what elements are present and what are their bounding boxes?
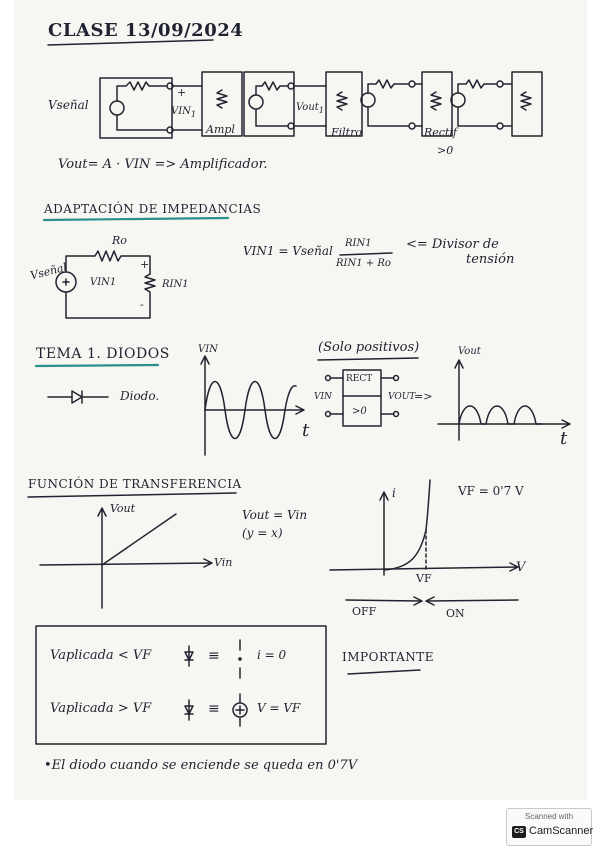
gt0-label: >0 [437, 144, 454, 157]
minus-sign-2: - [140, 298, 144, 311]
diode-iv-curve [329, 479, 519, 606]
vin-graph-xlabel: t [302, 420, 310, 441]
importante-label: IMPORTANTE [342, 650, 435, 664]
rect-arrow: => [414, 390, 433, 403]
divider-numerator: RIN1 [345, 238, 372, 249]
box-row2-result: V = VF [257, 701, 301, 715]
iv-xlabel: V [516, 560, 526, 575]
vin-graph-ylabel: VIN [198, 344, 218, 355]
vout-graph-ylabel: Vout [458, 346, 481, 357]
ampl-label: Ampl [206, 123, 235, 136]
page-title: CLASE 13/09/2024 [48, 20, 244, 41]
rin1-label: RIN1 [162, 279, 189, 290]
vsenal-label: Vseñal [48, 98, 89, 112]
box-row1-result: i = 0 [257, 648, 287, 662]
signal-chain-circuit [99, 71, 543, 139]
transfer-ylabel: Vout [110, 502, 136, 515]
vin1-label: VIN1 [171, 106, 197, 119]
divider-note-2: tensión [466, 252, 515, 267]
rect-block [324, 369, 400, 427]
rect-inner: >0 [352, 406, 367, 417]
camscanner-logo-icon: CS [512, 826, 526, 838]
diode-models [184, 639, 248, 727]
notebook-page [14, 0, 587, 800]
rect-title: RECT [346, 374, 373, 384]
solo-positivos-label: (Solo positivos) [318, 340, 420, 355]
box-row1-label: Vaplicada < VF [50, 648, 152, 663]
rect-vout: VOUT [388, 392, 416, 402]
transfer-eq1: Vout = Vin [242, 508, 308, 522]
rect-vin: VIN [314, 392, 332, 402]
divider-note: <= Divisor de [406, 237, 499, 252]
scanned-with-label: Scanned with [524, 812, 574, 821]
ro-label: Ro [112, 234, 127, 247]
iv-vf-mark: VF [416, 572, 432, 585]
footnote: •El diodo cuando se enciende se queda en… [44, 758, 358, 773]
impedance-divider-circuit [55, 250, 156, 319]
box-row2-eq: ≡ [208, 701, 220, 717]
plus-sign-2: + [140, 258, 150, 271]
camscanner-name: CamScanner [529, 825, 594, 837]
transfer-function-graph [39, 507, 213, 609]
vout1-label: Vout1 [296, 102, 325, 115]
box-row1-eq: ≡ [208, 648, 220, 664]
plus-sign: + [177, 86, 187, 99]
filtro-label: Filtro [331, 126, 362, 139]
vin-sine-graph [200, 355, 305, 456]
section-funcion: FUNCIÓN DE TRANSFERENCIA [28, 477, 242, 491]
camscanner-badge: Scanned with CS CamScanner [506, 808, 594, 846]
iv-vf-value: VF = 0'7 V [458, 484, 524, 498]
section-diodos: TEMA 1. DIODOS [36, 346, 170, 362]
iv-ylabel: i [392, 486, 396, 500]
vout-graph-xlabel: t [560, 428, 568, 449]
transfer-eq2: (y = x) [242, 526, 283, 540]
diode-label: Diodo. [120, 389, 160, 403]
divider-denominator: RIN1 + Ro [336, 258, 391, 269]
rectif-label: Rectif [424, 126, 457, 139]
box-row2-label: Vaplicada > VF [50, 701, 152, 716]
divider-lhs: VIN1 = Vseñal [243, 244, 333, 258]
vout-rectified-graph [437, 359, 571, 441]
section-adaptacion: ADAPTACIÓN DE IMPEDANCIAS [44, 202, 262, 216]
iv-on-label: ON [446, 607, 465, 620]
amplifier-equation: Vout= A · VIN => Amplificador. [58, 157, 268, 172]
iv-off-label: OFF [352, 605, 377, 618]
transfer-xlabel: Vin [214, 556, 233, 569]
vin1-label-2: VIN1 [90, 277, 117, 288]
